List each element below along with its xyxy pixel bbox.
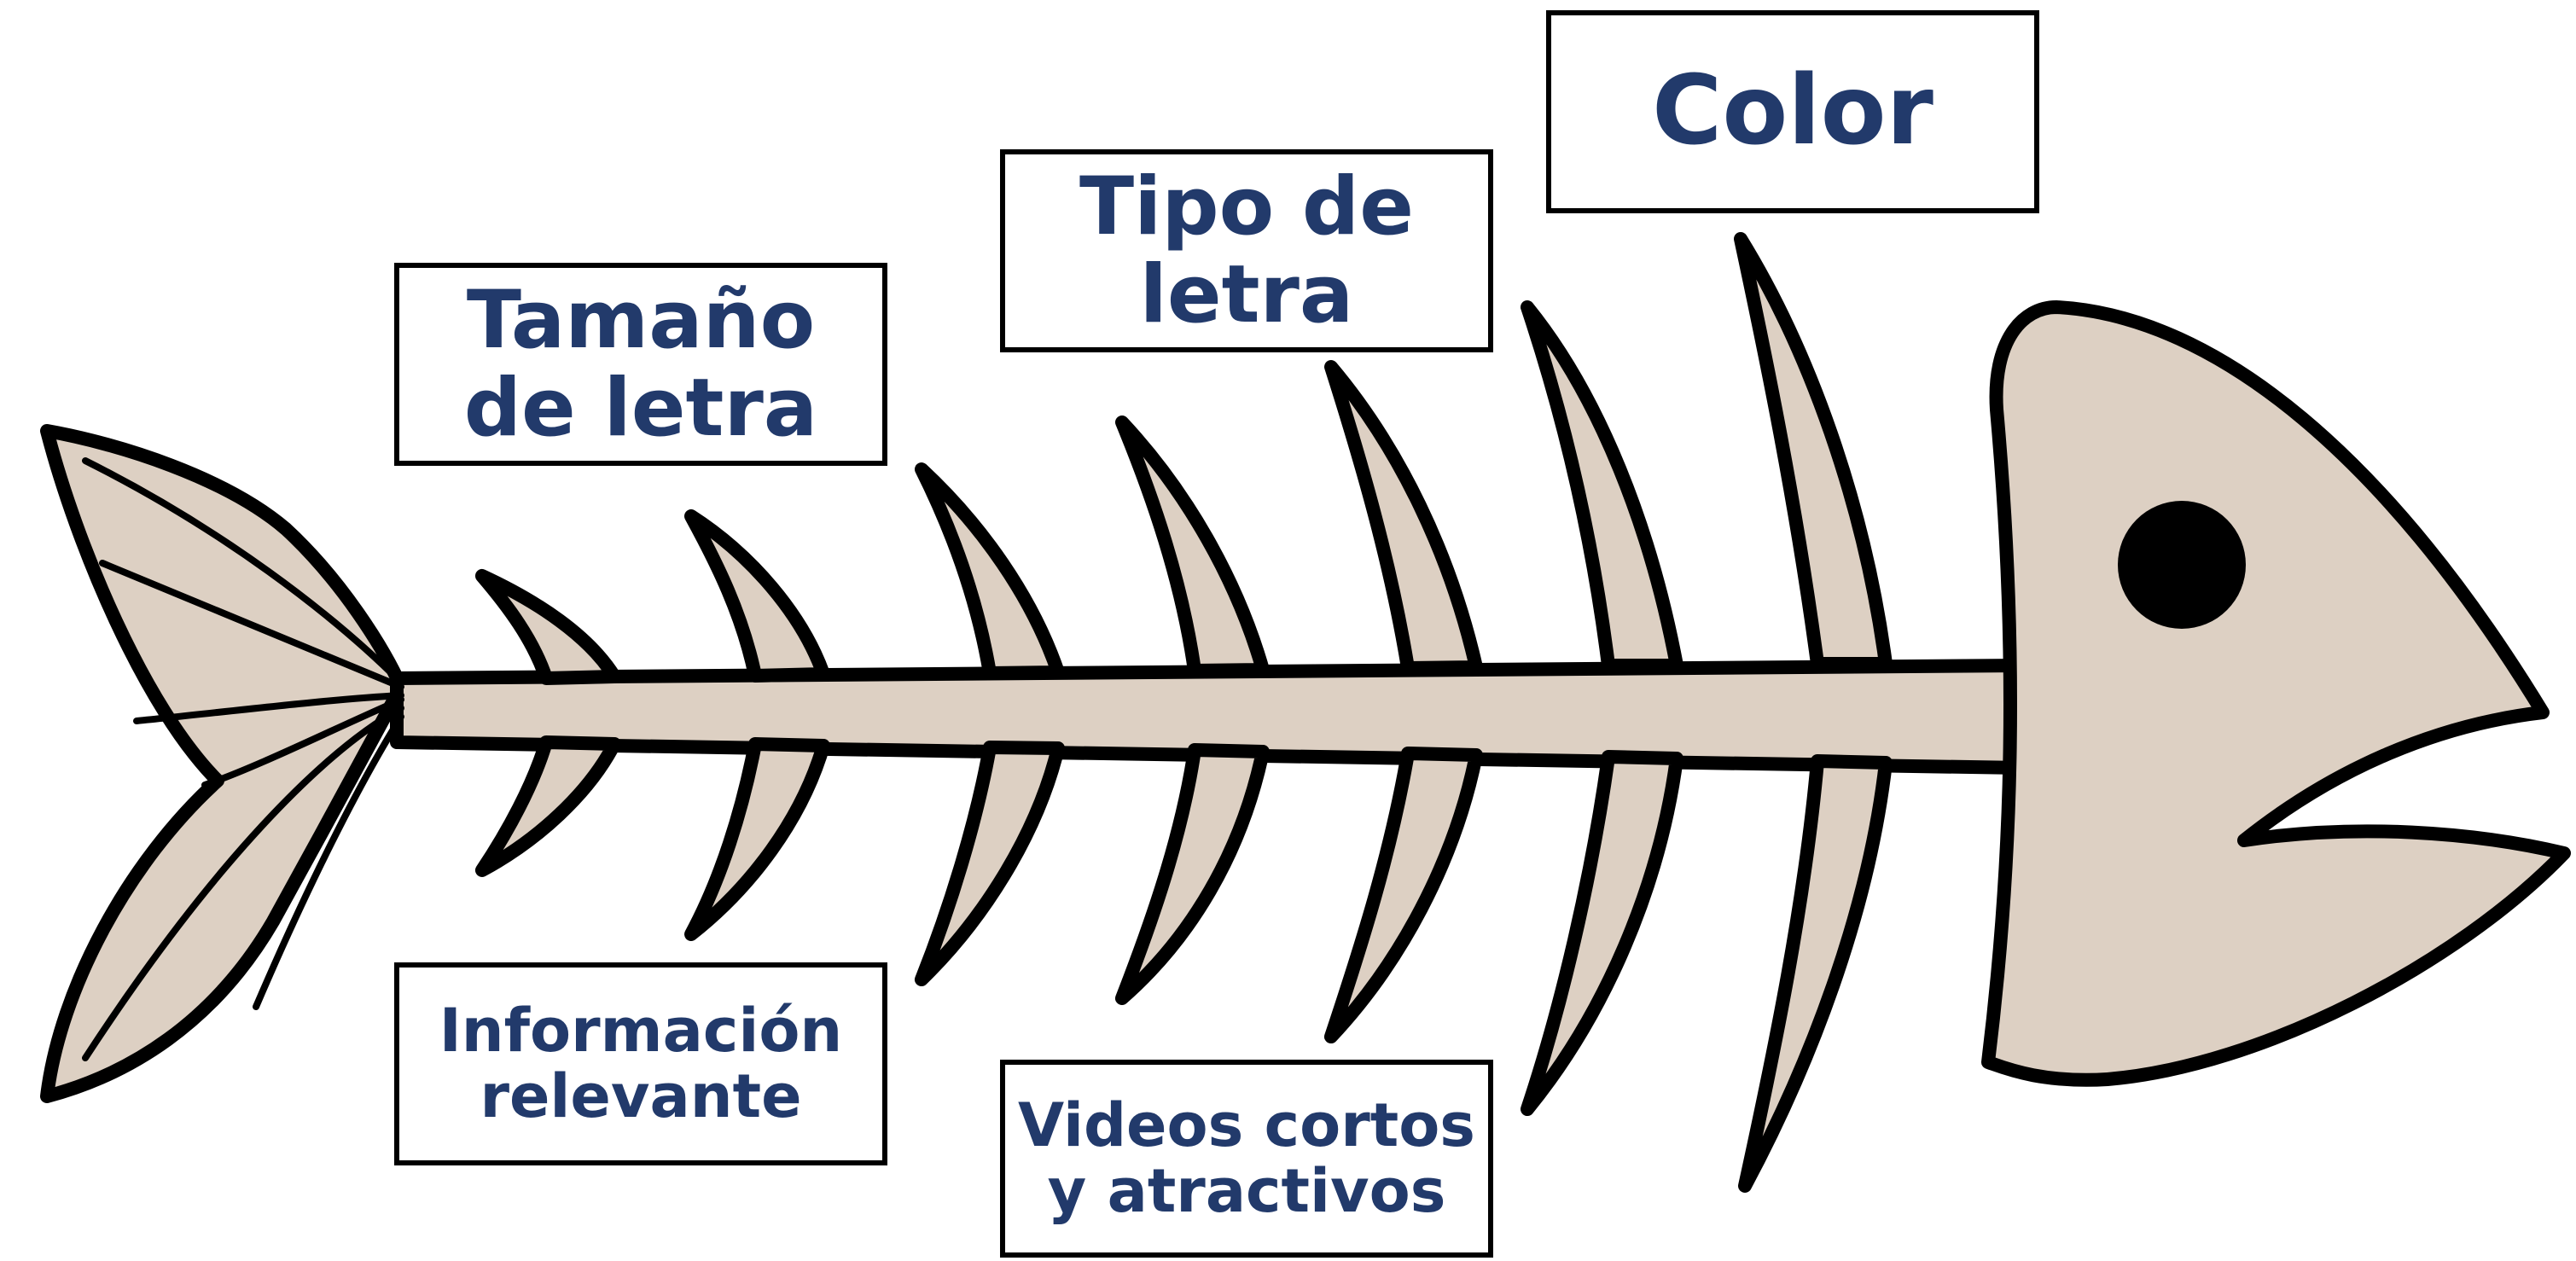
- upper-rib-3: [915, 462, 1065, 680]
- upper-rib-2: [684, 509, 830, 683]
- lower-rib-6: [1521, 750, 1683, 1116]
- tail-fin-lines: [82, 457, 404, 1061]
- upper-rib-1: [475, 569, 621, 685]
- lower-rib-5: [1324, 747, 1483, 1043]
- label-informacion-relevante: Información relevante: [394, 962, 887, 1165]
- label-tipo-text: Tipo de letra: [1079, 160, 1414, 341]
- label-videos-text: Videos cortos y atractivos: [1018, 1090, 1475, 1226]
- label-informacion-text: Información relevante: [439, 996, 843, 1131]
- upper-rib-4: [1115, 415, 1270, 677]
- label-tamano-de-letra: Tamaño de letra: [394, 263, 887, 466]
- lower-rib-4: [1115, 743, 1270, 1005]
- fish-tail: [40, 424, 408, 1103]
- label-tamano-text: Tamaño de letra: [463, 273, 818, 455]
- label-color-text: Color: [1652, 55, 1933, 167]
- fish-head: [1981, 300, 2571, 1087]
- upper-rib-6: [1521, 300, 1683, 672]
- label-videos-cortos: Videos cortos y atractivos: [1000, 1060, 1493, 1258]
- upper-rib-5: [1324, 360, 1483, 675]
- label-tipo-de-letra: Tipo de letra: [1000, 149, 1493, 352]
- eye-icon: [2118, 501, 2246, 629]
- lower-rib-2: [684, 737, 830, 941]
- label-color: Color: [1546, 10, 2039, 213]
- upper-rib-7: [1734, 232, 1893, 671]
- lower-rib-7: [1738, 754, 1893, 1193]
- lower-rib-3: [915, 741, 1065, 986]
- lower-rib-1: [475, 735, 621, 877]
